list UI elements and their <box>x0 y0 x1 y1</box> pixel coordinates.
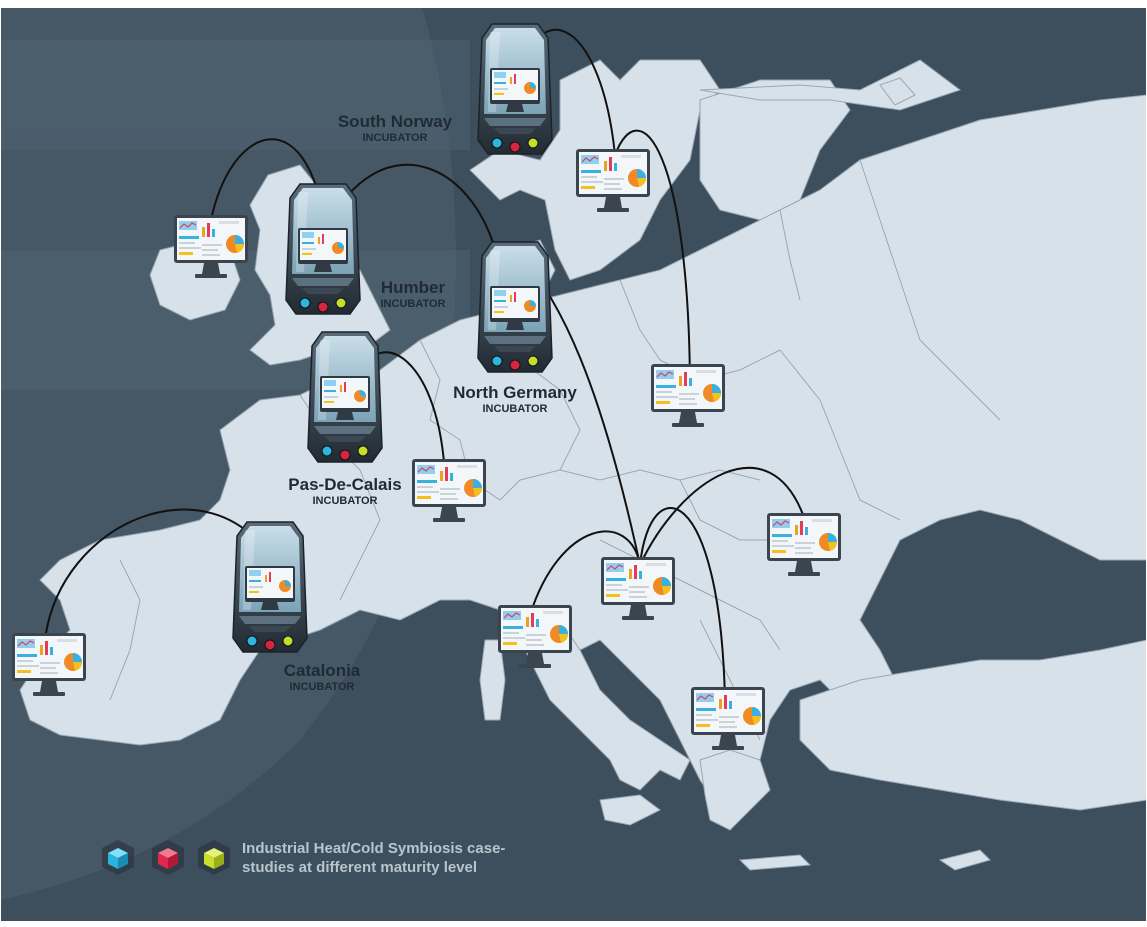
server-pod-icon <box>307 331 383 463</box>
legend-text-line-1: Industrial Heat/Cold Symbiosis case- <box>242 840 505 857</box>
cube-icon <box>102 840 134 875</box>
cube-icon <box>198 840 230 875</box>
incubator-name: South Norway <box>338 112 453 131</box>
crete <box>738 854 812 871</box>
legend: Industrial Heat/Cold Symbiosis case- stu… <box>102 840 505 876</box>
north-islands <box>879 77 916 106</box>
server-pod-icon <box>285 183 361 315</box>
incubator-name: North Germany <box>453 383 577 402</box>
greece <box>699 749 771 831</box>
incubator-suffix: INCUBATOR <box>381 298 446 310</box>
legend-text-line-2: studies at different maturity level <box>242 859 477 876</box>
incubator-suffix: INCUBATOR <box>363 132 428 144</box>
incubator-name: Humber <box>381 278 446 297</box>
incubator-name: Catalonia <box>284 661 361 680</box>
turkey <box>799 639 1147 811</box>
server-pod-icon <box>477 241 553 373</box>
incubator-suffix: INCUBATOR <box>313 495 378 507</box>
server-pod-icon <box>232 521 308 653</box>
incubator-name: Pas-De-Calais <box>288 475 401 494</box>
incubator-suffix: INCUBATOR <box>290 681 355 693</box>
top-frame <box>0 0 1147 8</box>
incubator-suffix: INCUBATOR <box>483 403 548 415</box>
server-pod-icon <box>477 23 553 155</box>
incubator-labels: South Norway INCUBATOR Humber INCUBATOR … <box>284 112 578 693</box>
italy <box>519 609 691 791</box>
sicily <box>599 794 661 826</box>
cyprus <box>938 849 991 871</box>
cube-icon <box>152 840 184 875</box>
